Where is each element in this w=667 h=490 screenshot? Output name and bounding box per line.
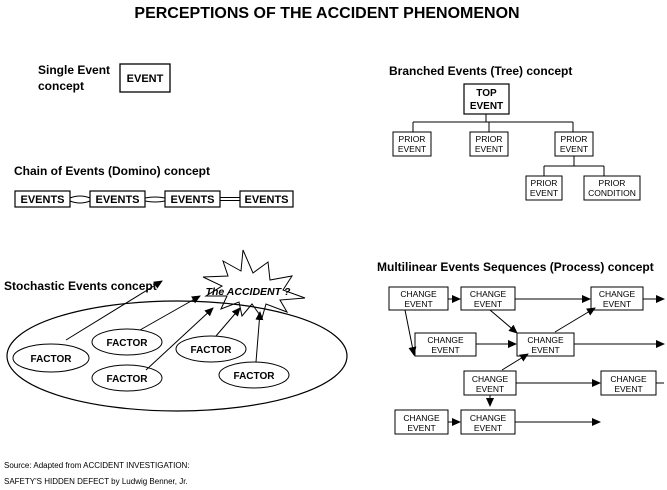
change-event-1-label-1: CHANGE	[400, 289, 437, 299]
change-event-2-label-2: EVENT	[474, 299, 502, 309]
factor-label-5: FACTOR	[234, 371, 276, 382]
accident-label: The ACCIDENT ?	[206, 286, 291, 298]
tree-prior-event-4-label-1: PRIOR	[531, 178, 558, 188]
chain-event-label-2: EVENTS	[95, 194, 139, 206]
branched-heading: Branched Events (Tree) concept	[389, 64, 572, 78]
tree-prior-event-2	[469, 131, 509, 157]
change-event-box-6	[463, 370, 517, 396]
tree-prior-condition-label-2: CONDITION	[588, 188, 636, 198]
accident-starburst	[202, 249, 306, 320]
tree-prior-event-4-label-2: EVENT	[530, 188, 558, 198]
change-event-box-8	[394, 409, 449, 435]
factor-oval-2	[91, 328, 163, 356]
tree-top-event-label-2: EVENT	[470, 101, 503, 112]
factor-label-1: FACTOR	[31, 354, 73, 365]
change-event-8-label-1: CHANGE	[403, 413, 440, 423]
tree-prior-event-4	[525, 175, 563, 201]
change-event-box-4	[414, 332, 477, 357]
single-event-section: Single Event concept EVENT	[38, 63, 171, 93]
tree-prior-event-2-label-2: EVENT	[475, 144, 503, 154]
factor-oval-3	[175, 335, 247, 363]
tree-prior-condition-label-1: PRIOR	[599, 178, 626, 188]
change-event-3-label-1: CHANGE	[599, 289, 636, 299]
chain-event-box-2	[89, 190, 146, 208]
change-event-3-label-2: EVENT	[603, 299, 631, 309]
change-event-7-label-1: CHANGE	[610, 374, 647, 384]
factor-arrow	[255, 311, 264, 363]
change-event-4-label-2: EVENT	[431, 345, 459, 355]
change-event-9-label-1: CHANGE	[470, 413, 507, 423]
chain-event-box-4	[239, 190, 294, 208]
factor-label-2: FACTOR	[107, 338, 149, 349]
change-event-box-9	[460, 409, 516, 435]
factor-label-3: FACTOR	[191, 345, 233, 356]
tree-prior-event-1-label-1: PRIOR	[399, 134, 426, 144]
process-arrow	[554, 307, 596, 333]
chain-event-box-3	[164, 190, 221, 208]
process-arrow	[489, 309, 518, 334]
factor-arrow	[215, 307, 241, 337]
stochastic-events-section: Stochastic Events concept The ACCIDENT ?…	[4, 249, 348, 412]
page-title: PERCEPTIONS OF THE ACCIDENT PHENOMENON	[134, 5, 519, 22]
chain-link	[144, 196, 166, 203]
factor-label-4: FACTOR	[107, 374, 149, 385]
change-event-box-3	[590, 286, 644, 311]
change-event-7-label-2: EVENT	[614, 384, 642, 394]
single-event-box	[119, 63, 171, 93]
single-event-label: EVENT	[127, 73, 164, 85]
chain-event-label-4: EVENTS	[244, 194, 288, 206]
factor-field-ellipse	[6, 300, 348, 412]
single-event-heading-line2: concept	[38, 79, 84, 93]
tree-prior-event-2-label-1: PRIOR	[476, 134, 503, 144]
chain-heading: Chain of Events (Domino) concept	[14, 164, 210, 178]
change-event-6-label-1: CHANGE	[472, 374, 509, 384]
process-arrow	[404, 309, 417, 356]
tree-prior-event-1-label-2: EVENT	[398, 144, 426, 154]
tree-prior-event-3-label-2: EVENT	[560, 144, 588, 154]
change-event-8-label-2: EVENT	[407, 423, 435, 433]
factor-arrow	[65, 280, 163, 341]
factor-oval-4	[91, 364, 163, 392]
tree-prior-condition	[583, 175, 641, 201]
branched-events-section: Branched Events (Tree) concept TOP EVENT…	[389, 64, 641, 201]
change-event-2-label-1: CHANGE	[470, 289, 507, 299]
multilinear-heading: Multilinear Events Sequences (Process) c…	[377, 260, 654, 274]
change-event-5-label-1: CHANGE	[527, 335, 564, 345]
stochastic-heading: Stochastic Events concept	[4, 279, 157, 293]
factor-oval-1	[12, 343, 90, 373]
process-arrow	[501, 353, 529, 371]
single-event-heading-line1: Single Event	[38, 63, 110, 77]
multilinear-events-section: Multilinear Events Sequences (Process) c…	[377, 260, 665, 435]
change-event-box-1	[388, 286, 449, 311]
tree-prior-event-1	[392, 131, 432, 157]
change-event-6-label-2: EVENT	[476, 384, 504, 394]
chain-link	[69, 195, 91, 204]
change-event-box-5	[516, 332, 575, 357]
source-line-2: SAFETY'S HIDDEN DEFECT by Ludwig Benner,…	[4, 477, 188, 486]
chain-events-section: Chain of Events (Domino) concept EVENTS …	[14, 164, 294, 208]
change-event-box-7	[600, 370, 657, 396]
tree-top-event-label-1: TOP	[476, 88, 497, 99]
tree-prior-event-3-label-1: PRIOR	[561, 134, 588, 144]
chain-event-box-1	[14, 190, 71, 208]
change-event-5-label-2: EVENT	[531, 345, 559, 355]
factor-arrow	[145, 307, 214, 371]
change-event-1-label-2: EVENT	[404, 299, 432, 309]
chain-event-label-1: EVENTS	[20, 194, 64, 206]
factor-oval-5	[218, 361, 290, 389]
change-event-box-2	[460, 286, 516, 311]
change-event-4-label-1: CHANGE	[427, 335, 464, 345]
chain-event-label-3: EVENTS	[170, 194, 214, 206]
change-event-9-label-2: EVENT	[474, 423, 502, 433]
factor-arrow	[139, 295, 201, 331]
source-line-1: Source: Adapted from ACCIDENT INVESTIGAT…	[4, 461, 190, 470]
